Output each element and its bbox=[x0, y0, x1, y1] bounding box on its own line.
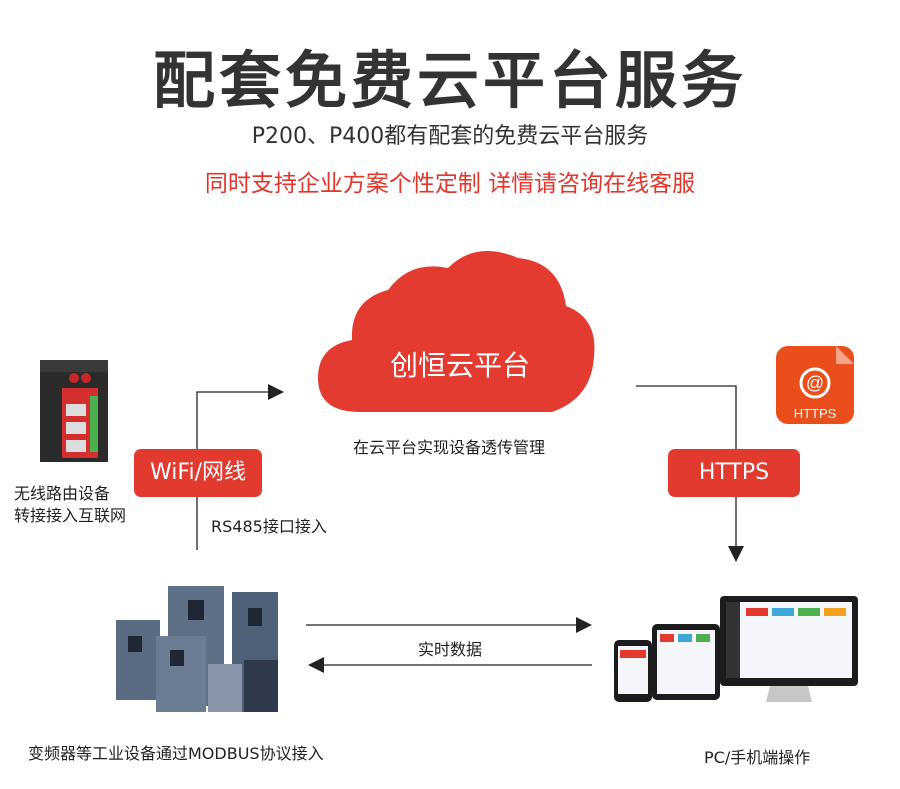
router-caption-line2: 转接接入互联网 bbox=[14, 506, 127, 525]
inverter-devices-icon bbox=[116, 586, 278, 712]
page-title: 配套免费云平台服务 bbox=[152, 44, 747, 117]
router-device-icon bbox=[40, 360, 108, 462]
wifi-link-badge: WiFi/网线 bbox=[134, 449, 262, 497]
arrowhead-to-inverters bbox=[308, 657, 324, 673]
arrowhead-to-pc bbox=[728, 546, 744, 562]
cloud-caption: 在云平台实现设备透传管理 bbox=[353, 438, 546, 457]
realtime-data-label: 实时数据 bbox=[418, 640, 483, 659]
https-link-badge: HTTPS bbox=[668, 449, 800, 497]
arrowhead-to-pc-realtime bbox=[576, 617, 592, 633]
wifi-link-line bbox=[196, 391, 268, 550]
page-subtitle: P200、P400都有配套的免费云平台服务 bbox=[251, 124, 649, 149]
rs485-label: RS485接口接入 bbox=[211, 517, 327, 536]
https-badge-text: HTTPS bbox=[794, 406, 837, 421]
https-badge-icon: @ HTTPS bbox=[776, 346, 854, 424]
pc-mobile-devices-icon bbox=[614, 596, 858, 702]
customization-note: 同时支持企业方案个性定制 详情请咨询在线客服 bbox=[204, 171, 696, 197]
inverters-caption: 变频器等工业设备通过MODBUS协议接入 bbox=[28, 744, 324, 763]
pc-mobile-caption: PC/手机端操作 bbox=[704, 748, 811, 767]
cloud-icon bbox=[318, 250, 595, 412]
svg-text:@: @ bbox=[806, 373, 824, 393]
arrowhead-to-cloud bbox=[268, 384, 284, 400]
router-caption-line1: 无线路由设备 bbox=[14, 484, 111, 503]
cloud-platform-label: 创恒云平台 bbox=[389, 349, 530, 382]
